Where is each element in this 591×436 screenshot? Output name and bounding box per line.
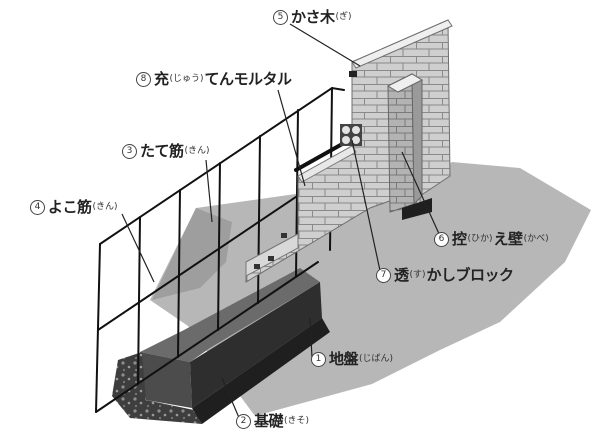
grout-dot-2 — [281, 233, 287, 238]
callout-text: 地盤 — [329, 350, 359, 368]
callout-text: よこ筋 — [48, 198, 92, 216]
leader-hikaekabe — [401, 151, 441, 237]
callout-text: 透 — [394, 266, 409, 284]
grout-dot-3 — [268, 256, 274, 261]
callout-number: 7 — [376, 268, 391, 283]
leader-tatekin — [205, 159, 213, 223]
buttress-top — [386, 73, 424, 93]
callout-text: てんモルタル — [204, 70, 293, 88]
callout-number: 4 — [30, 200, 45, 215]
callout-text: 控 — [452, 230, 467, 248]
callout-reading: (かべ) — [523, 234, 549, 244]
leader-jiban — [309, 317, 313, 359]
callout-text: かさ木 — [291, 8, 335, 26]
grout-dot-4 — [254, 264, 260, 269]
callout-text: 充 — [154, 70, 169, 88]
callout-number: 1 — [311, 352, 326, 367]
callout-reading: (きん) — [184, 146, 210, 156]
buttress-base — [402, 198, 432, 220]
callout-reading: (ぎ) — [335, 12, 352, 22]
callout-reading: (す) — [409, 270, 426, 280]
pierced-block — [340, 124, 362, 146]
callout-text: 基礎 — [254, 412, 284, 430]
leader-yokokin — [121, 213, 155, 283]
callout-reading: (ひか) — [467, 234, 493, 244]
callout-number: 3 — [122, 144, 137, 159]
callout-text: かしブロック — [426, 266, 515, 284]
leader-sukashi — [351, 139, 383, 281]
buttress-face — [387, 73, 415, 213]
callout-reading: (じゅう) — [169, 74, 204, 84]
callout-reading: (じばん) — [359, 354, 394, 364]
ground-shadow — [152, 208, 232, 300]
foundation-rubble-base — [192, 318, 330, 424]
foundation-side — [190, 282, 322, 408]
foundation-front — [140, 352, 192, 408]
wall-step-top — [297, 145, 357, 183]
callout-number: 5 — [273, 10, 288, 25]
leader-juten — [277, 89, 306, 187]
grout-dot-1 — [349, 71, 357, 77]
callout-reading: (きそ) — [284, 416, 310, 426]
callout-text: え壁 — [493, 230, 524, 248]
callout-reading: (きん) — [92, 202, 118, 212]
foundation-rubble — [112, 352, 202, 424]
callout-number: 8 — [136, 72, 151, 87]
callout-number: 2 — [236, 414, 251, 429]
callout-text: たて筋 — [140, 142, 184, 160]
leader-kiso — [221, 377, 241, 421]
callout-number: 6 — [434, 232, 449, 247]
wall-top-coping — [351, 19, 453, 69]
leader-kasagi — [289, 23, 361, 67]
